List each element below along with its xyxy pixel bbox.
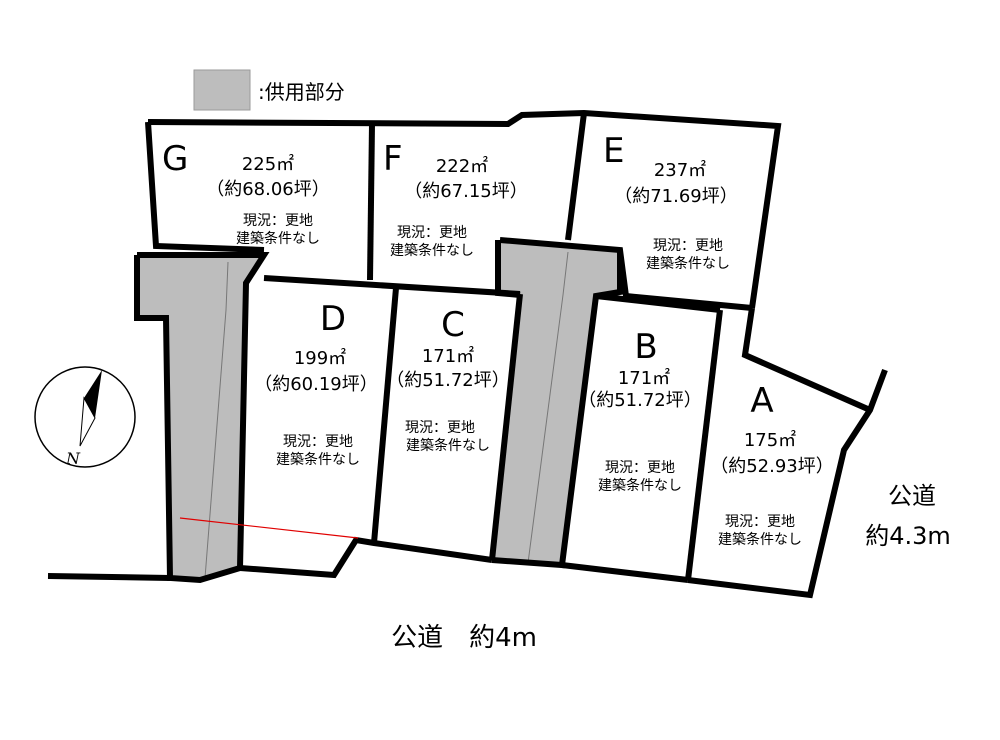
lot-e: E 237㎡ （約71.69坪） 現況：更地 建築条件なし	[603, 131, 738, 272]
lot-boundaries	[47, 109, 888, 599]
lot-f-letter: F	[383, 139, 403, 179]
lot-f-tsubo: （約67.15坪）	[404, 181, 528, 202]
lot-f: F 222㎡ （約67.15坪） 現況：更地 建築条件なし	[383, 139, 528, 259]
lot-f-area: 222㎡	[436, 155, 488, 177]
lot-c-note2: 建築条件なし	[406, 437, 490, 454]
shared-strip-center-centerline	[527, 251, 569, 564]
lot-d-note2: 建築条件なし	[276, 451, 360, 468]
lot-f-note2: 建築条件なし	[390, 242, 474, 259]
legend-label: :供用部分	[258, 80, 345, 104]
lot-e-tsubo: （約71.69坪）	[614, 186, 738, 207]
shared-strip-center	[492, 240, 620, 565]
lot-e-letter: E	[603, 131, 624, 171]
lot-d-tsubo: （約60.19坪）	[254, 374, 378, 395]
lot-f-note1: 現況：更地	[397, 225, 467, 241]
lot-a-letter: A	[750, 381, 773, 421]
lot-g-area: 225㎡	[242, 153, 294, 175]
lot-d-area: 199㎡	[294, 347, 346, 369]
road-south-label: 公道 約4m	[391, 623, 537, 653]
lot-g-letter: G	[162, 139, 188, 179]
lot-a: A 175㎡ （約52.93坪） 現況：更地 建築条件なし	[710, 381, 834, 548]
lot-c-letter: C	[441, 305, 465, 345]
legend-swatch	[193, 69, 251, 111]
lot-d: D 199㎡ （約60.19坪） 現況：更地 建築条件なし	[254, 299, 378, 468]
lot-g-note2: 建築条件なし	[236, 230, 320, 247]
lot-b-tsubo: （約51.72坪）	[578, 390, 702, 411]
north-arrow-icon: N	[34, 366, 136, 468]
lot-g: G 225㎡ （約68.06坪） 現況：更地 建築条件なし	[162, 139, 330, 247]
lot-a-area: 175㎡	[744, 429, 796, 451]
lot-b-note2: 建築条件なし	[598, 477, 682, 494]
road-east-label-1: 公道	[888, 482, 936, 510]
lot-c-tsubo: （約51.72坪）	[386, 370, 510, 391]
lot-c-note1: 現況：更地	[405, 420, 475, 436]
marker-line	[179, 517, 359, 539]
lot-e-note2: 建築条件なし	[646, 255, 730, 272]
lot-b-note1: 現況：更地	[605, 460, 675, 476]
lot-g-tsubo: （約68.06坪）	[206, 179, 330, 200]
lot-b-area: 171㎡	[618, 367, 670, 389]
lot-c: C 171㎡ （約51.72坪） 現況：更地 建築条件なし	[386, 305, 510, 454]
lot-c-area: 171㎡	[422, 345, 474, 367]
lot-e-note1: 現況：更地	[653, 238, 723, 254]
lot-g-note1: 現況：更地	[243, 213, 313, 229]
lot-d-letter: D	[320, 299, 346, 339]
road-east-label-2: 約4.3m	[865, 522, 951, 550]
lot-b-letter: B	[634, 327, 657, 367]
lot-e-area: 237㎡	[654, 159, 706, 181]
shared-strip-west-centerline	[204, 261, 229, 579]
lot-d-note1: 現況：更地	[283, 434, 353, 450]
lot-a-note2: 建築条件なし	[718, 531, 802, 548]
lot-b: B 171㎡ （約51.72坪） 現況：更地 建築条件なし	[578, 327, 702, 494]
lot-a-note1: 現況：更地	[725, 514, 795, 530]
lot-a-tsubo: （約52.93坪）	[710, 456, 834, 477]
north-arrow-label: N	[65, 449, 81, 468]
